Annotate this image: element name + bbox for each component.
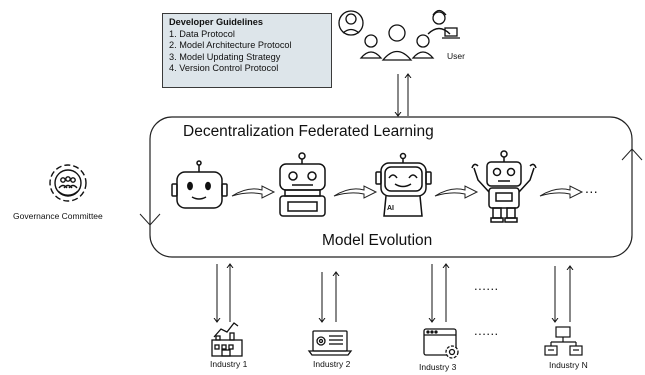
governance-gear-icon [49, 164, 87, 202]
robot-chain-ellipsis: ... [585, 180, 599, 196]
developer-guidelines-box: Developer Guidelines 1. Data Protocol 2.… [162, 13, 332, 88]
industry-2-label: Industry 2 [313, 359, 351, 369]
guideline-item: 1. Data Protocol [169, 28, 235, 39]
governance-committee-label: Governance Committee [13, 211, 103, 221]
robot-icon [471, 150, 537, 223]
robot-icon [279, 152, 326, 217]
developer-guidelines-title: Developer Guidelines [169, 17, 263, 27]
model-evolution-label: Model Evolution [322, 232, 433, 249]
federated-learning-title: Decentralization Federated Learning [183, 123, 434, 140]
evolution-arrows [231, 185, 584, 199]
network-computers-icon [544, 326, 583, 356]
user-exchange-arrows [398, 74, 408, 116]
laptop-gear-icon [307, 330, 353, 356]
industry-3-label: Industry 3 [419, 362, 457, 372]
user-label: User [447, 51, 465, 61]
browser-gear-icon [423, 328, 459, 359]
users-group-icon [338, 9, 460, 61]
frame-down-arrowhead [139, 213, 161, 226]
industry-1-label: Industry 1 [210, 359, 248, 369]
guideline-item: 4. Version Control Protocol [169, 63, 279, 74]
federated-learning-frame [149, 116, 633, 258]
developer-guidelines-list: 1. Data Protocol 2. Model Architecture P… [169, 29, 325, 75]
robot-icon [375, 152, 432, 217]
industry-n-label: Industry N [549, 360, 588, 370]
guideline-item: 2. Model Architecture Protocol [169, 40, 292, 51]
guideline-item: 3. Model Updating Strategy [169, 51, 281, 62]
industry-exchange-arrows [217, 264, 570, 322]
industry-ellipsis-lower: ...... [474, 323, 499, 338]
frame-up-arrowhead [621, 148, 643, 161]
industry-ellipsis-upper: ...... [474, 278, 499, 293]
robot-ai-badge: AI [387, 205, 394, 212]
robot-icon [171, 160, 228, 209]
factory-icon [211, 322, 243, 357]
